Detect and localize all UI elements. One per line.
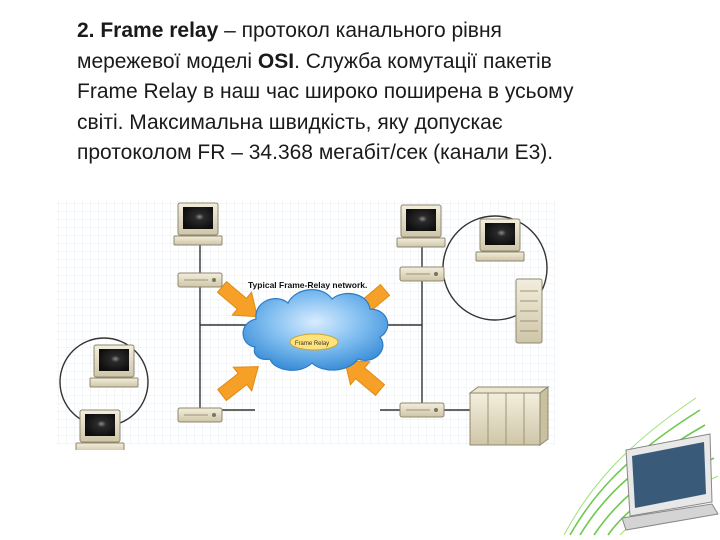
text-part-2: . Служба комутації пакетів Frame Relay в… — [77, 49, 574, 165]
router-icon — [177, 272, 223, 288]
server-tower-icon — [515, 278, 543, 344]
router-icon — [399, 402, 445, 418]
diagram-caption: Typical Frame-Relay network. — [248, 280, 367, 290]
laptop-icon — [621, 433, 719, 531]
text-part-1: – протокол канального рівня мережевої мо… — [77, 19, 502, 73]
slide-body-text: 2. Frame relay – протокол канального рів… — [77, 16, 577, 169]
computer-icon — [173, 202, 223, 246]
text-frame-relay-title: 2. Frame relay — [77, 19, 219, 42]
frame-relay-network-diagram: Frame Relay Typical Frame-Relay network. — [55, 200, 555, 450]
router-icon — [177, 407, 223, 423]
computer-icon — [396, 204, 446, 248]
cloud-icon — [242, 289, 389, 371]
computer-icon — [75, 409, 125, 450]
computer-icon — [475, 218, 525, 262]
router-icon — [399, 266, 445, 282]
decorative-laptop-graphic — [563, 397, 719, 536]
computer-icon — [89, 344, 139, 388]
network-links — [59, 215, 548, 427]
mainframe-icon — [468, 386, 550, 446]
text-osi: OSI — [257, 49, 295, 73]
cloud-label: Frame Relay — [295, 341, 329, 347]
